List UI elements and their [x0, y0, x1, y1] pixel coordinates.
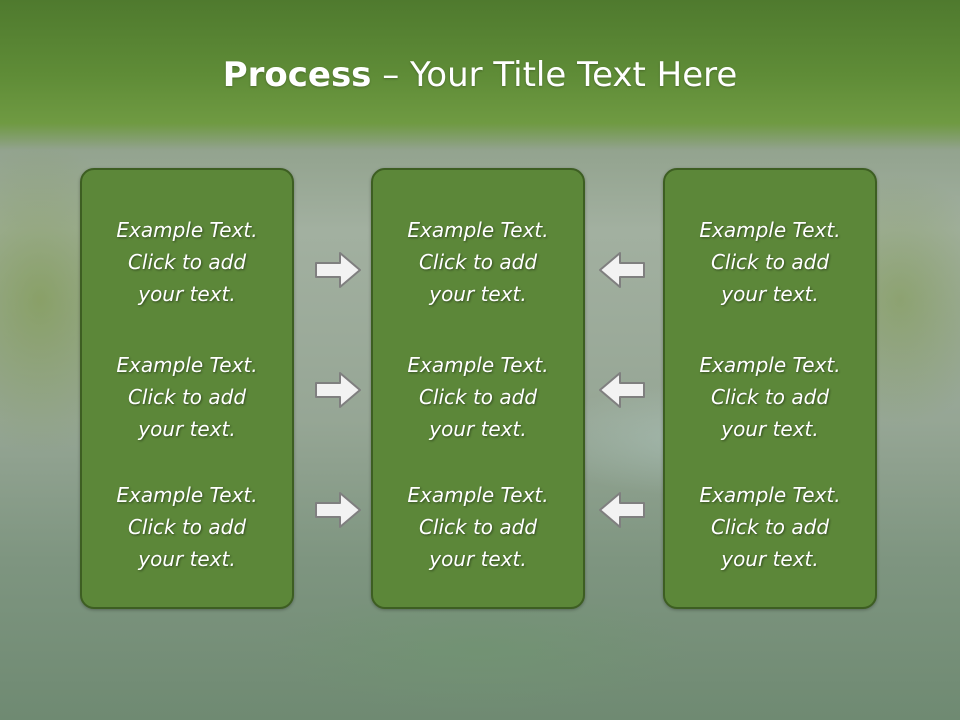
text-block[interactable]: Example Text. Click to add your text. [373, 479, 583, 575]
text-block[interactable]: Example Text. Click to add your text. [665, 479, 875, 575]
text-line: Click to add [418, 250, 538, 274]
text-line: Click to add [127, 385, 247, 409]
arrow-left-icon[interactable] [598, 370, 646, 410]
text-block[interactable]: Example Text. Click to add your text. [82, 214, 292, 310]
text-block[interactable]: Example Text. Click to add your text. [665, 349, 875, 445]
text-line: your text. [138, 282, 236, 306]
text-line: your text. [429, 547, 527, 571]
text-block[interactable]: Example Text. Click to add your text. [373, 214, 583, 310]
text-line: your text. [721, 282, 819, 306]
text-block[interactable]: Example Text. Click to add your text. [665, 214, 875, 310]
title-band [0, 0, 960, 150]
process-box-right[interactable]: Example Text. Click to add your text. Ex… [663, 168, 877, 609]
text-block[interactable]: Example Text. Click to add your text. [82, 479, 292, 575]
text-line: your text. [721, 547, 819, 571]
arrow-right-icon[interactable] [314, 490, 362, 530]
text-line: Example Text. [116, 483, 258, 507]
slide-title[interactable]: Process – Your Title Text Here [0, 50, 960, 100]
text-line: Click to add [418, 385, 538, 409]
text-line: Example Text. [699, 218, 841, 242]
arrow-left-icon[interactable] [598, 250, 646, 290]
text-line: your text. [429, 417, 527, 441]
text-line: Click to add [127, 515, 247, 539]
title-bold-text: Process [222, 55, 372, 95]
text-line: Example Text. [699, 353, 841, 377]
text-line: Click to add [710, 515, 830, 539]
text-line: your text. [138, 417, 236, 441]
title-rest-text: – Your Title Text Here [371, 55, 738, 95]
process-box-center[interactable]: Example Text. Click to add your text. Ex… [371, 168, 585, 609]
text-line: Example Text. [407, 353, 549, 377]
text-line: Click to add [127, 250, 247, 274]
text-line: Example Text. [116, 218, 258, 242]
text-line: Click to add [418, 515, 538, 539]
text-line: your text. [429, 282, 527, 306]
process-box-left[interactable]: Example Text. Click to add your text. Ex… [80, 168, 294, 609]
text-block[interactable]: Example Text. Click to add your text. [82, 349, 292, 445]
text-line: Click to add [710, 385, 830, 409]
text-line: Click to add [710, 250, 830, 274]
text-line: your text. [138, 547, 236, 571]
text-line: your text. [721, 417, 819, 441]
text-line: Example Text. [116, 353, 258, 377]
text-line: Example Text. [699, 483, 841, 507]
arrow-left-icon[interactable] [598, 490, 646, 530]
text-line: Example Text. [407, 483, 549, 507]
arrow-right-icon[interactable] [314, 250, 362, 290]
text-block[interactable]: Example Text. Click to add your text. [373, 349, 583, 445]
text-line: Example Text. [407, 218, 549, 242]
arrow-right-icon[interactable] [314, 370, 362, 410]
